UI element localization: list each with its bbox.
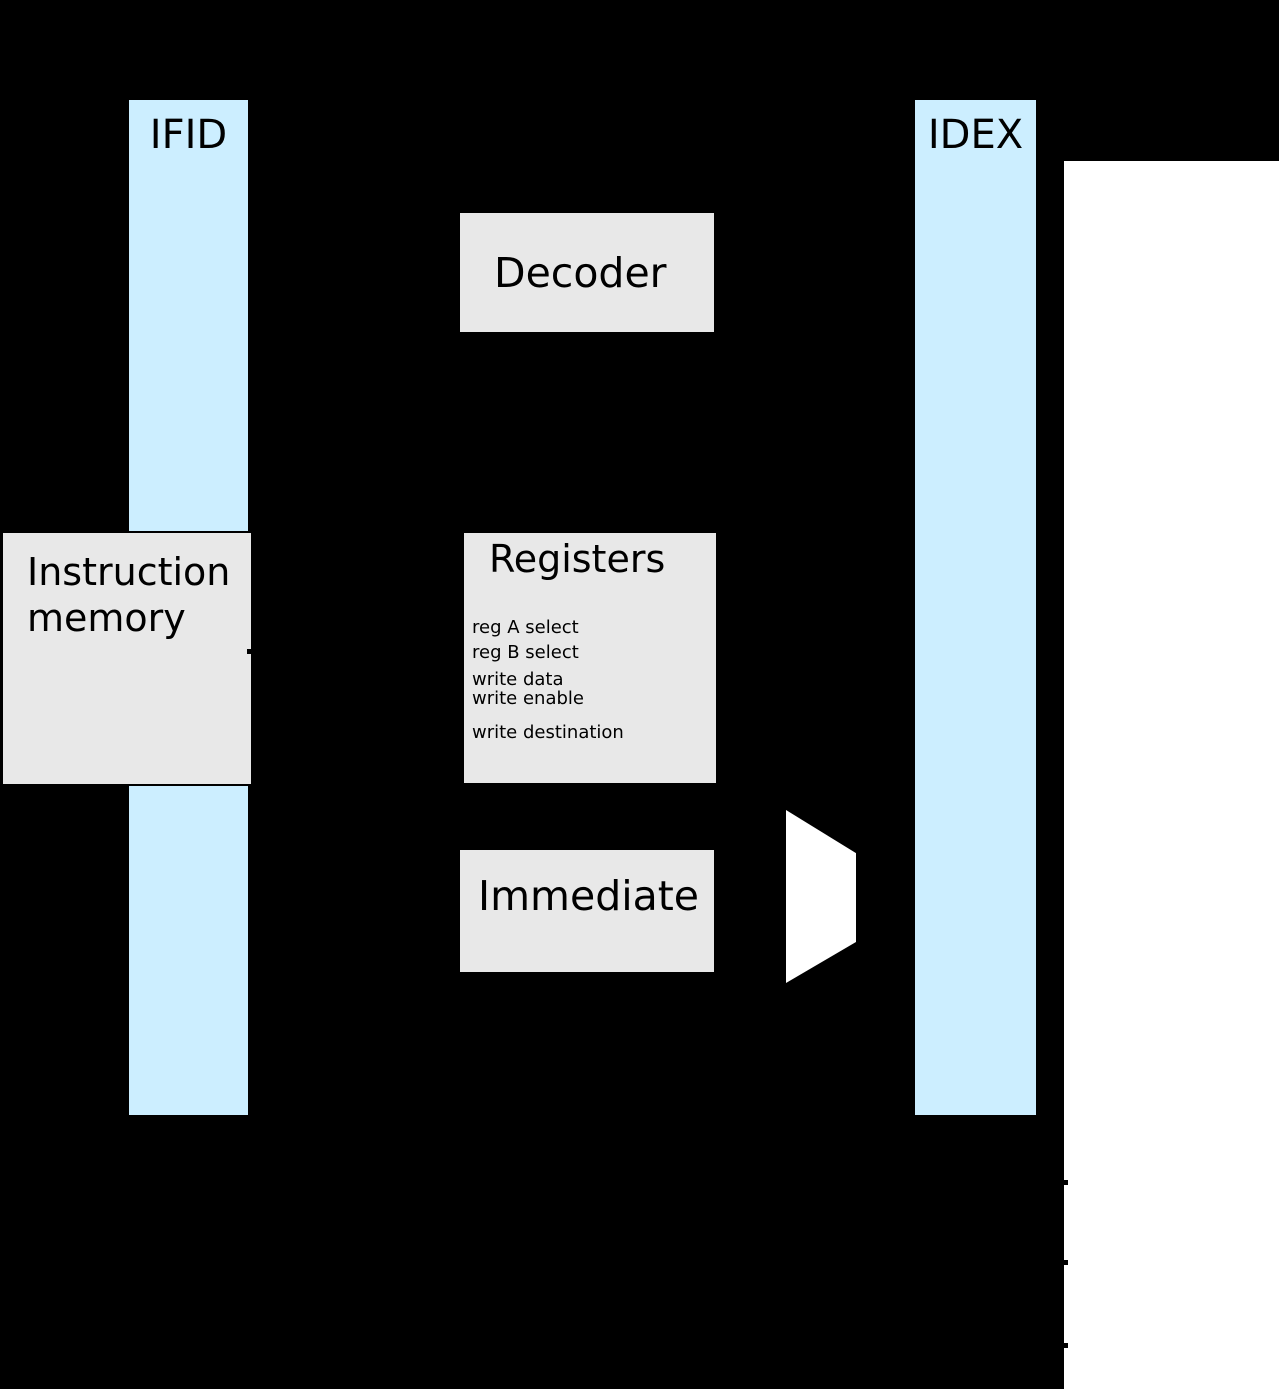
immediate-label: Immediate <box>478 872 700 920</box>
pipeline-register-idex: IDEX <box>913 98 1038 1117</box>
port-write-destination: write destination <box>472 722 624 743</box>
line-stub <box>1062 1343 1068 1348</box>
port-write-enable: write enable <box>472 688 584 709</box>
immediate-block: Immediate <box>458 848 716 974</box>
line-stub <box>247 649 253 654</box>
line-stub <box>1062 1180 1068 1185</box>
decoder-label: Decoder <box>494 248 667 297</box>
port-reg-a-select: reg A select <box>472 617 579 638</box>
mux-shape <box>786 810 856 983</box>
page-background-region <box>1064 161 1279 1389</box>
port-write-data: write data <box>472 669 564 690</box>
instruction-memory-label: Instruction memory <box>27 550 231 640</box>
registers-title: Registers <box>489 537 666 581</box>
ifid-label: IFID <box>149 112 228 158</box>
decoder-block: Decoder <box>458 211 716 334</box>
port-reg-b-select: reg B select <box>472 642 579 663</box>
registers-block: Registers reg A select reg B select writ… <box>462 531 718 785</box>
idex-label: IDEX <box>927 112 1024 158</box>
instruction-memory-block: Instruction memory <box>1 531 253 786</box>
line-stub <box>1062 1260 1068 1265</box>
